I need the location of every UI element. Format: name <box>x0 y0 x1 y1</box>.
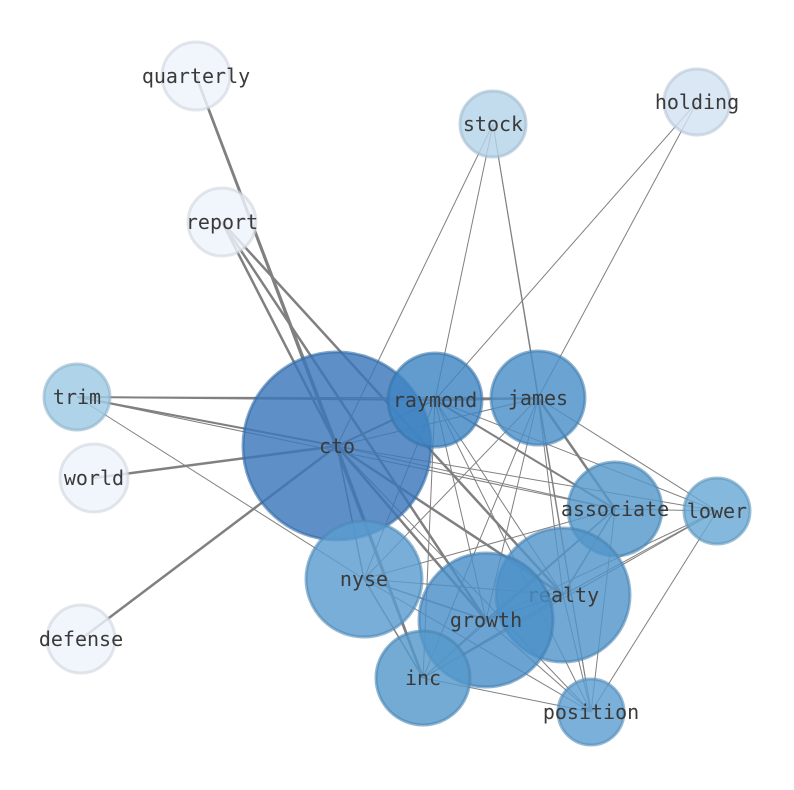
node-label-associate: associate <box>561 497 669 521</box>
node-label-defense: defense <box>39 627 123 651</box>
node-circle-report <box>186 186 258 258</box>
node-inc: inc <box>374 629 472 727</box>
node-world: world <box>58 442 130 514</box>
node-circle-world <box>58 442 130 514</box>
node-circle-inc <box>374 629 472 727</box>
node-circle-raymond <box>386 351 484 449</box>
node-label-quarterly: quarterly <box>142 64 250 88</box>
node-circle-nyse <box>304 519 424 639</box>
node-circle-holding <box>662 67 732 137</box>
node-label-position: position <box>543 700 639 724</box>
node-nyse: nyse <box>304 519 424 639</box>
node-raymond: raymond <box>386 351 484 449</box>
node-stock: stock <box>458 89 528 159</box>
node-report: report <box>186 186 258 258</box>
node-circle-defense <box>45 603 117 675</box>
node-circle-stock <box>458 89 528 159</box>
node-label-nyse: nyse <box>340 567 388 591</box>
node-label-stock: stock <box>463 112 523 136</box>
node-label-growth: growth <box>450 608 522 632</box>
edge-lower-position <box>590 510 718 713</box>
node-label-james: james <box>508 386 568 410</box>
node-label-lower: lower <box>687 499 747 523</box>
node-layer: quarterly report stock holding trim world defe… <box>39 40 752 747</box>
node-associate: associate <box>561 460 669 558</box>
node-label-trim: trim <box>53 385 101 409</box>
edge-holding-james <box>537 101 698 399</box>
node-defense: defense <box>39 603 123 675</box>
node-label-report: report <box>186 210 258 234</box>
node-lower: lower <box>682 476 752 546</box>
edge-holding-raymond <box>434 101 698 401</box>
node-circle-trim <box>42 362 112 432</box>
node-label-inc: inc <box>405 666 441 690</box>
node-james: james <box>489 349 587 447</box>
node-circle-james <box>489 349 587 447</box>
edge-raymond-lower <box>434 399 718 512</box>
node-circle-position <box>556 677 626 747</box>
node-position: position <box>543 677 639 747</box>
node-label-raymond: raymond <box>393 388 477 412</box>
node-label-cto: cto <box>319 434 355 458</box>
node-trim: trim <box>42 362 112 432</box>
node-circle-lower <box>682 476 752 546</box>
node-label-world: world <box>64 466 124 490</box>
node-circle-quarterly <box>160 40 232 112</box>
node-label-holding: holding <box>655 90 739 114</box>
node-quarterly: quarterly <box>142 40 250 112</box>
node-holding: holding <box>655 67 739 137</box>
